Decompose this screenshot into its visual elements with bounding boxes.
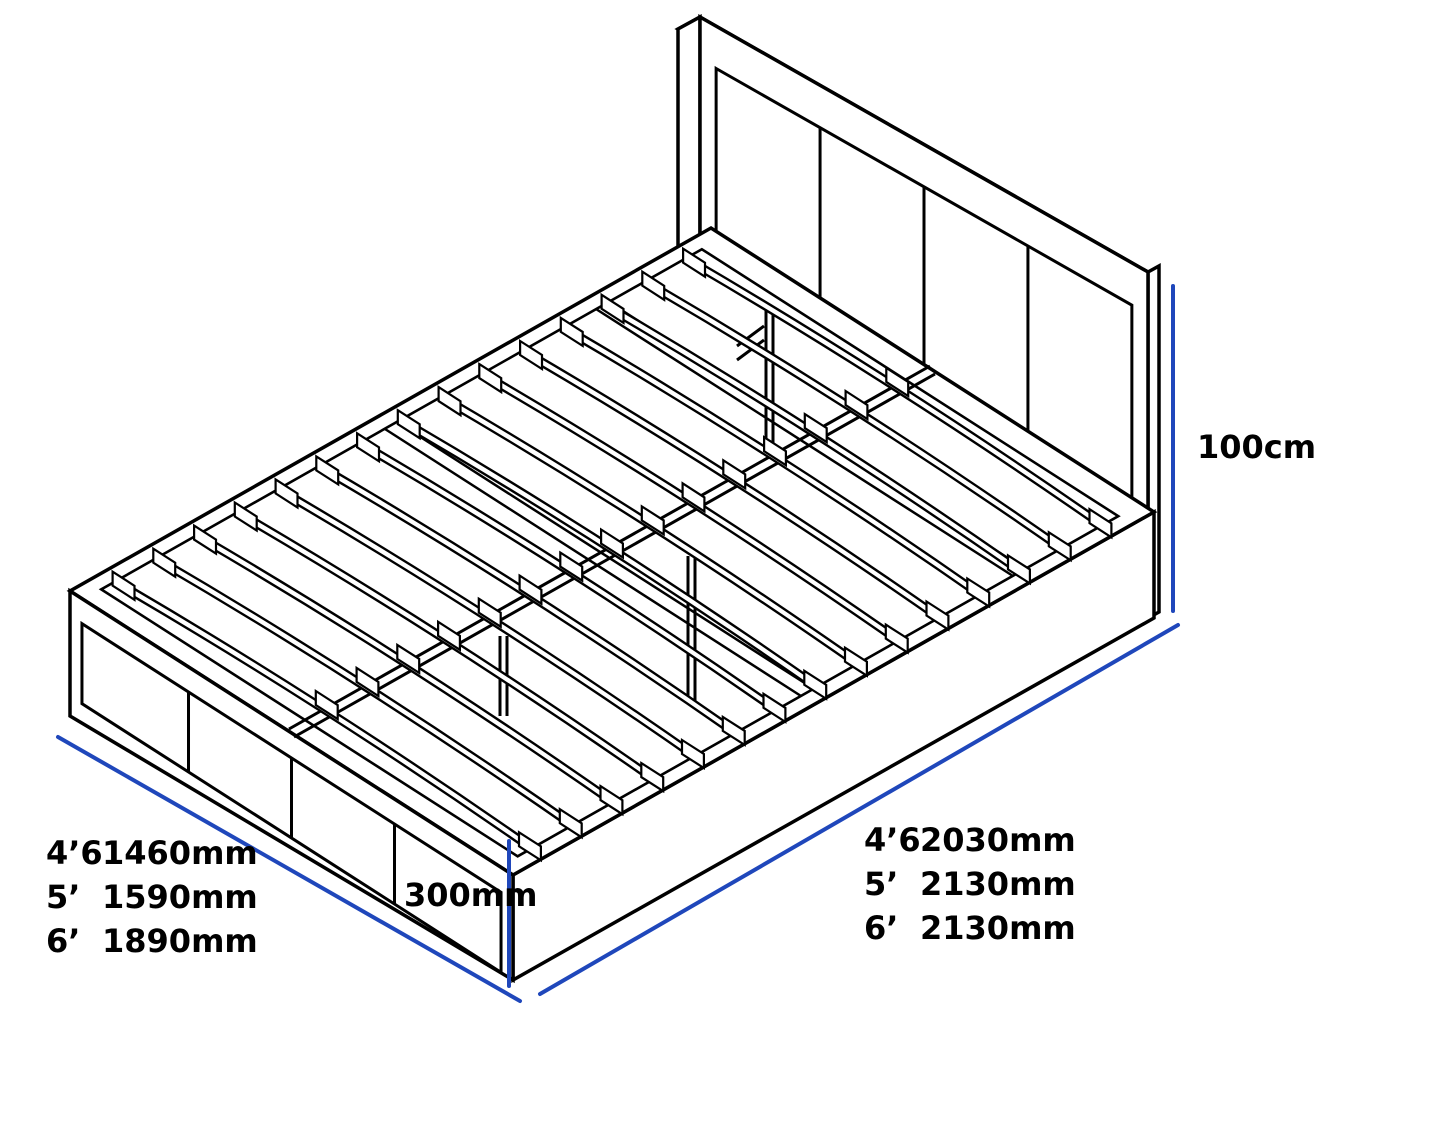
width-dim-row: 5’ 1590mm	[46, 875, 258, 919]
slat-holder-cap	[315, 454, 340, 487]
slat-holder-cap	[925, 599, 950, 632]
slat-holder-cap	[682, 246, 707, 279]
slat-holder-cap	[437, 385, 462, 418]
slat-holder-cap	[1047, 530, 1072, 563]
slat-holder-cap	[885, 365, 910, 399]
length-dim-size: 6’	[864, 909, 899, 947]
slat-holder-cap	[600, 527, 624, 560]
width-dimensions-label-block: 4’6 1460mm 5’ 1590mm 6’ 1890mm	[46, 831, 258, 963]
slat-holder-cap	[274, 477, 299, 510]
length-dim-row: 5’ 2130mm	[864, 862, 1076, 906]
slat-holder-cap	[152, 546, 177, 579]
width-dim-size: 6’	[46, 922, 81, 960]
slat-holder-cap	[314, 688, 339, 722]
slat-holder-cap	[966, 576, 991, 609]
slat-holder-cap	[559, 315, 584, 348]
slat-holder-cap	[884, 622, 909, 655]
width-dim-size: 4’6	[46, 834, 103, 872]
width-dim-row: 4’6 1460mm	[46, 831, 258, 875]
length-dim-row: 6’ 2130mm	[864, 906, 1076, 950]
slat-holder-cap	[803, 412, 828, 445]
slat-holder-cap	[517, 830, 542, 863]
slat-holder-cap	[519, 338, 544, 372]
width-dim-value: 1460mm	[102, 834, 258, 872]
length-dim-value: 2130mm	[920, 909, 1076, 947]
slat-holder-cap	[477, 596, 502, 629]
slat-holder-cap	[1006, 553, 1031, 586]
slat-holder-cap	[233, 500, 258, 533]
length-dim-value: 2130mm	[920, 865, 1076, 903]
slat-holder-cap	[599, 784, 624, 817]
slat-holder-cap	[437, 619, 461, 652]
slat-holder-cap	[641, 269, 666, 302]
width-dim-value: 1890mm	[102, 922, 258, 960]
slat-holder-cap	[193, 523, 218, 556]
slat-holder-cap	[355, 665, 380, 699]
slat-holder-cap	[763, 435, 787, 468]
slat-holder-cap	[478, 362, 503, 395]
slat-holder-cap	[762, 691, 787, 724]
slat-holder-cap	[843, 645, 868, 678]
slat-holder-cap	[803, 668, 828, 701]
slats	[111, 246, 1113, 863]
width-dimension-line	[56, 735, 522, 1003]
length-dim-size: 5’	[864, 865, 899, 903]
slat-holder-cap	[518, 573, 543, 606]
slat-holder-cap	[640, 761, 665, 794]
length-dim-size: 4’6	[864, 821, 921, 859]
slat-holder-cap	[111, 569, 136, 602]
slat-holder-cap	[558, 807, 583, 840]
headboard-height-label: 100cm	[1197, 428, 1317, 466]
width-dim-size: 5’	[46, 878, 81, 916]
slat-holder-cap	[844, 388, 869, 422]
slat-holder-cap	[356, 431, 381, 464]
length-dim-row: 4’6 2030mm	[864, 818, 1076, 862]
slat-holder-cap	[559, 550, 584, 583]
slat-holder-cap	[1088, 507, 1113, 540]
width-dim-value: 1590mm	[102, 878, 258, 916]
slat-holder-cap	[721, 714, 746, 747]
slat-holder-cap	[600, 292, 625, 325]
slat-holder-cap	[640, 504, 665, 537]
slat-holder-cap	[396, 642, 421, 675]
slat-holder-cap	[681, 481, 706, 514]
dimension-lines	[56, 284, 1180, 1003]
slat-holder-cap	[680, 737, 705, 771]
width-dim-row: 6’ 1890mm	[46, 919, 258, 963]
slat-holder-cap	[396, 408, 421, 441]
length-dimensions-label-block: 4’6 2030mm 5’ 2130mm 6’ 2130mm	[864, 818, 1076, 950]
slatted-base	[111, 246, 1113, 863]
length-dimension-line	[538, 623, 1180, 996]
base-height-label: 300mm	[404, 876, 538, 914]
slat-holder-cap	[722, 458, 747, 491]
length-dim-value: 2030mm	[920, 821, 1076, 859]
